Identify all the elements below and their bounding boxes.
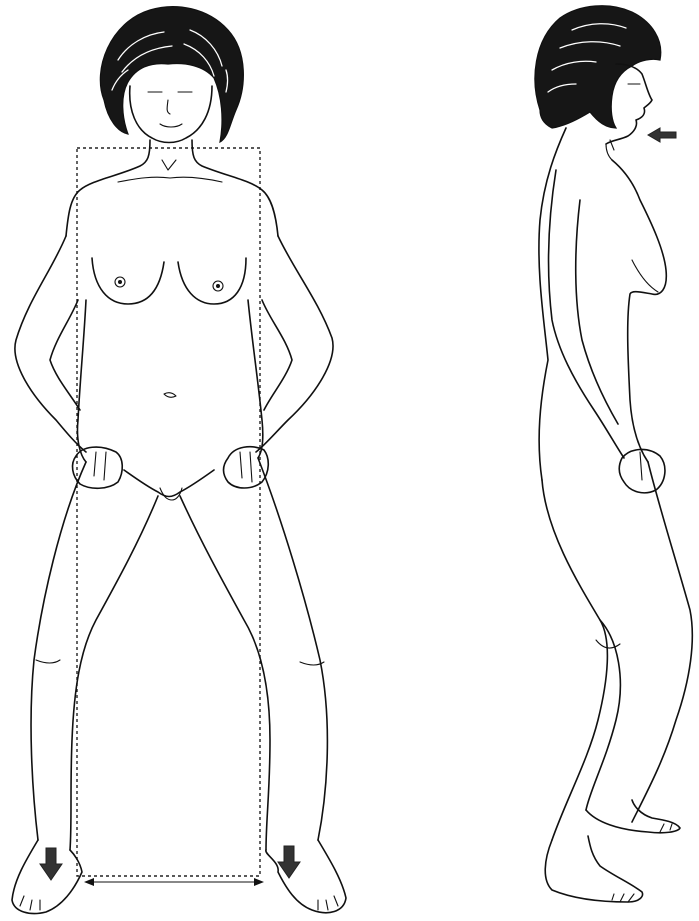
front-torso xyxy=(66,140,278,500)
side-torso xyxy=(539,128,666,480)
alignment-guide-box xyxy=(77,148,260,876)
front-face xyxy=(130,86,212,143)
front-hair xyxy=(100,7,243,142)
front-arms xyxy=(15,236,333,488)
left-down-arrow-icon xyxy=(40,848,62,880)
side-hair xyxy=(535,6,661,128)
right-down-arrow-icon xyxy=(278,846,300,878)
front-feet xyxy=(12,840,346,914)
front-view-figure xyxy=(12,7,346,914)
side-view-figure xyxy=(535,6,692,902)
front-legs xyxy=(31,458,327,850)
side-arm xyxy=(549,170,665,493)
stance-width-arrow-icon xyxy=(84,878,264,886)
side-legs xyxy=(542,462,692,840)
chin-left-arrow-icon xyxy=(648,128,676,142)
side-feet xyxy=(545,800,680,902)
